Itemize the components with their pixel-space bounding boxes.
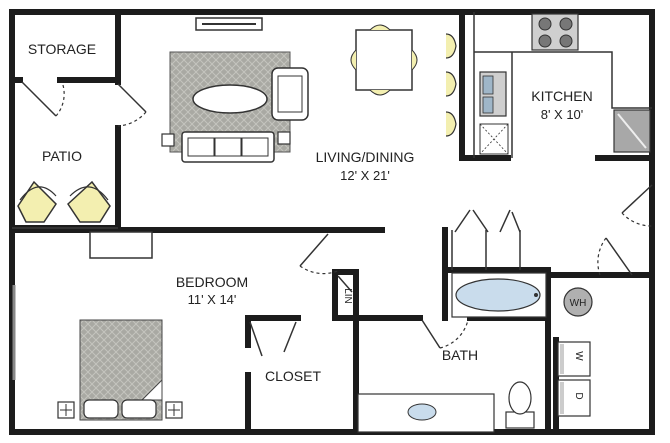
- end-table-right: [277, 131, 291, 145]
- patio-label: PATIO: [42, 148, 82, 164]
- dryer-icon: [557, 379, 591, 417]
- storage-label: STORAGE: [28, 41, 96, 57]
- storage-door: [21, 81, 65, 117]
- closet-door: [249, 321, 297, 357]
- nightstand-left: [57, 401, 75, 419]
- bedroom-door: [299, 233, 341, 275]
- entry-door: [621, 184, 653, 227]
- refrigerator-icon: [613, 109, 651, 153]
- bedroom-size: 11' X 14': [188, 292, 237, 307]
- dining-table: [350, 24, 418, 96]
- linen-label: LIN: [342, 288, 353, 304]
- bed: [79, 319, 163, 421]
- bar-stools: [445, 33, 457, 137]
- wh-closet-door: [597, 237, 633, 276]
- sofa: [181, 131, 275, 163]
- end-table-left: [161, 133, 175, 147]
- bedroom-label: BEDROOM: [176, 274, 248, 290]
- water-heater-label: WH: [570, 298, 587, 309]
- living-dining-size: 12' X 21': [340, 168, 390, 183]
- kitchen-counter: [473, 12, 652, 158]
- coffee-table: [192, 84, 268, 114]
- armchair: [271, 67, 309, 121]
- living-dining-label: LIVING/DINING: [316, 149, 415, 165]
- exterior-walls: [9, 9, 655, 435]
- water-heater-icon: [563, 287, 593, 317]
- toilet-icon: [505, 381, 535, 429]
- washer-icon: [557, 341, 591, 377]
- kitchen-label: KITCHEN: [531, 88, 592, 104]
- patio-chair-right: [67, 180, 111, 223]
- washer-label: W: [573, 351, 584, 361]
- lin-door: [337, 275, 353, 293]
- kitchen-sink-icon: [479, 71, 507, 117]
- stove-icon: [531, 13, 579, 51]
- nightstand-right: [165, 401, 183, 419]
- bath-label: BATH: [442, 347, 478, 363]
- dishwasher-icon: [479, 123, 509, 155]
- hall-closet-doors: [451, 209, 521, 270]
- kitchen-size: 8' X 10': [541, 107, 584, 122]
- patio-chair-left: [17, 180, 57, 223]
- bathtub: [451, 272, 547, 318]
- patio-door: [117, 83, 147, 127]
- closet-label: CLOSET: [265, 368, 321, 384]
- vanity: [357, 393, 495, 433]
- dresser: [89, 231, 153, 259]
- tv-console: [195, 17, 263, 31]
- dryer-label: D: [573, 392, 584, 399]
- bath-door: [421, 319, 469, 349]
